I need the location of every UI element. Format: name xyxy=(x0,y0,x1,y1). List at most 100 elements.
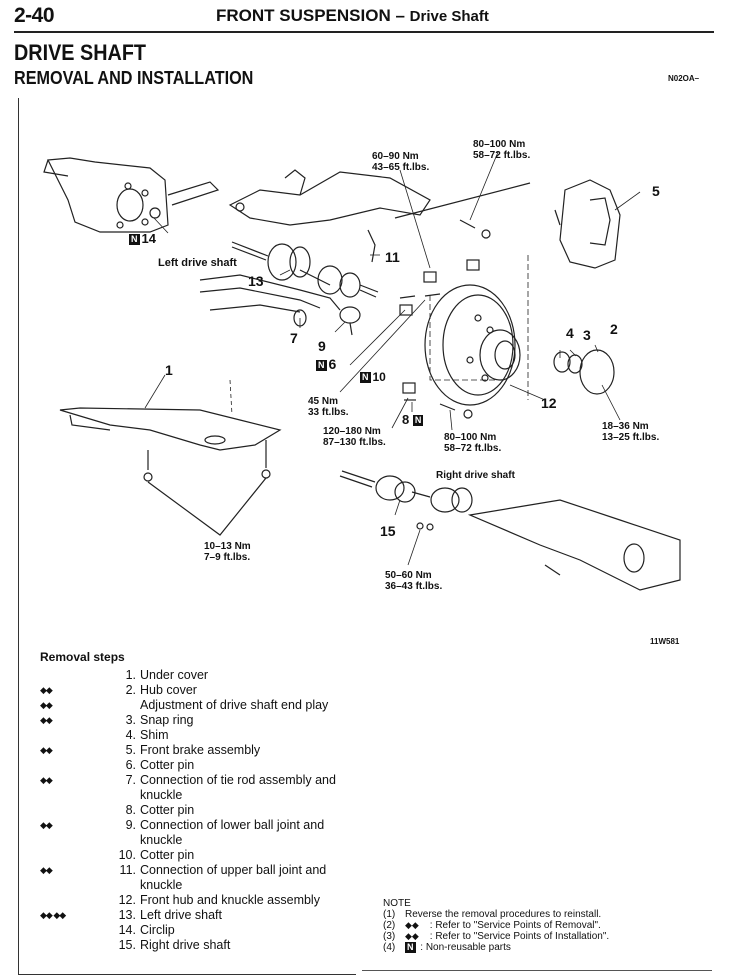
removal-steps-list: 1.Under cover◆◆2.Hub cover ◆◆Adjustment … xyxy=(40,668,360,953)
torque-ftlbs: 36–43 ft.lbs. xyxy=(385,581,443,592)
part-number: 14 xyxy=(141,231,156,246)
torque-nm: 80–100 Nm xyxy=(473,139,526,150)
removal-step: 4.Shim xyxy=(40,728,360,743)
part-number: 10 xyxy=(372,370,386,384)
part-1-label: 1 xyxy=(165,362,173,378)
part-number: 6 xyxy=(328,356,337,372)
torque-ftlbs: 43–65 ft.lbs. xyxy=(372,162,430,173)
brake-caliper-drawing xyxy=(394,179,621,269)
service-point-marks: ◆◆ xyxy=(40,715,53,725)
step-text: Cotter pin xyxy=(140,803,195,817)
left-drive-shaft-drawing xyxy=(231,241,379,298)
lower-arm-drawing xyxy=(199,274,361,336)
part-7-label: 7 xyxy=(290,330,298,346)
removal-step: 8. Cotter pin xyxy=(40,803,360,818)
under-cover-drawing xyxy=(59,407,282,536)
hub-knuckle-drawing xyxy=(424,284,521,406)
service-point-marks: ◆◆ ◆◆ xyxy=(40,910,66,920)
step-text: Front hub and knuckle assembly xyxy=(140,893,320,907)
removal-step: ◆◆2.Hub cover xyxy=(40,683,360,698)
part-13-label: 13 xyxy=(248,273,264,289)
step-number: 14. xyxy=(118,923,136,937)
non-reusable-mark: N xyxy=(412,415,424,427)
step-number: 4. xyxy=(125,728,136,742)
step-text: Cotter pin xyxy=(140,848,195,862)
removal-step: 10. Cotter pin xyxy=(40,848,360,863)
service-point-marks: ◆◆ xyxy=(40,820,53,830)
step-text: Adjustment of drive shaft end play xyxy=(140,698,329,712)
note-symbol: ◆◆ xyxy=(405,920,419,930)
note-key: (3) xyxy=(383,931,396,942)
subsection-title: Drive Shaft xyxy=(409,8,489,25)
step-number: 1. xyxy=(125,668,136,682)
service-point-marks: ◆◆ xyxy=(40,685,53,695)
frame-bottom-border xyxy=(18,974,356,975)
service-point-marks: ◆◆ xyxy=(40,745,53,755)
step-text: Under cover xyxy=(140,668,209,682)
non-reusable-mark: N xyxy=(316,359,327,371)
step-text: Circlip xyxy=(140,923,175,937)
step-text-continuation: knuckle xyxy=(140,833,183,847)
step-number: 15. xyxy=(118,938,136,952)
step-number: 9. xyxy=(125,818,136,832)
service-point-marks: ◆◆ xyxy=(40,775,53,785)
note-text: Reverse the removal procedures to reinst… xyxy=(405,909,602,920)
service-point-marks: ◆◆ xyxy=(40,700,53,710)
note-text: : Non-reusable parts xyxy=(420,942,511,954)
left-drive-shaft-label: Left drive shaft xyxy=(158,257,237,269)
step-number: 6. xyxy=(125,758,136,772)
right-drive-shaft-drawing xyxy=(339,470,681,591)
torque-ftlbs: 7–9 ft.lbs. xyxy=(204,552,251,563)
note-text: : Refer to "Service Points of Installati… xyxy=(429,931,610,942)
removal-step: ◆◆ ◆◆13.Left drive shaft xyxy=(40,908,360,923)
note-key: (4) xyxy=(383,942,396,954)
step-number: 11. xyxy=(119,863,136,877)
note-symbol: ◆◆ xyxy=(405,931,419,941)
step-text: Cotter pin xyxy=(140,758,195,772)
part-5-label: 5 xyxy=(652,183,660,199)
step-number: 3. xyxy=(125,713,136,727)
part-4-label: 4 xyxy=(566,325,574,341)
removal-step: 15.Right drive shaft xyxy=(40,938,360,953)
doc-code: N02OA– xyxy=(668,74,700,83)
exploded-diagram xyxy=(43,151,681,591)
non-reusable-mark: N xyxy=(129,234,140,246)
leader-lines xyxy=(144,151,641,566)
header-separator: – xyxy=(390,6,410,25)
step-number: 7. xyxy=(125,773,136,787)
torque-nm: 80–100 Nm xyxy=(444,432,497,443)
step-text: Connection of lower ball joint and xyxy=(140,818,325,832)
removal-step: ◆◆ 5. Front brake assembly xyxy=(40,743,360,758)
page-number: 2-40 xyxy=(14,4,55,27)
figure-code: 11W581 xyxy=(650,637,680,646)
step-text: Connection of tie rod assembly and xyxy=(140,773,336,787)
header-rule xyxy=(14,31,714,33)
frame-bottom-rule xyxy=(362,970,712,971)
non-reusable-mark: N xyxy=(360,372,371,384)
step-number: 10. xyxy=(118,848,136,862)
torque-ftlbs: 87–130 ft.lbs. xyxy=(323,437,386,448)
part-8-label: 8 N xyxy=(402,413,425,427)
torque-ftlbs: 13–25 ft.lbs. xyxy=(602,432,660,443)
section-title: FRONT SUSPENSION xyxy=(216,6,391,25)
torque-nm: 10–13 Nm xyxy=(204,541,251,552)
step-text: Front brake assembly xyxy=(140,743,261,757)
part-2-label: 2 xyxy=(610,321,618,337)
frame-left-border xyxy=(18,98,19,974)
step-number: 2. xyxy=(125,683,136,697)
differential-left-drawing xyxy=(43,157,220,233)
step-number: 8. xyxy=(125,803,136,817)
hub-cover-parts-drawing xyxy=(553,349,615,395)
removal-steps-title: Removal steps xyxy=(40,650,125,664)
step-number: 5. xyxy=(125,743,136,757)
